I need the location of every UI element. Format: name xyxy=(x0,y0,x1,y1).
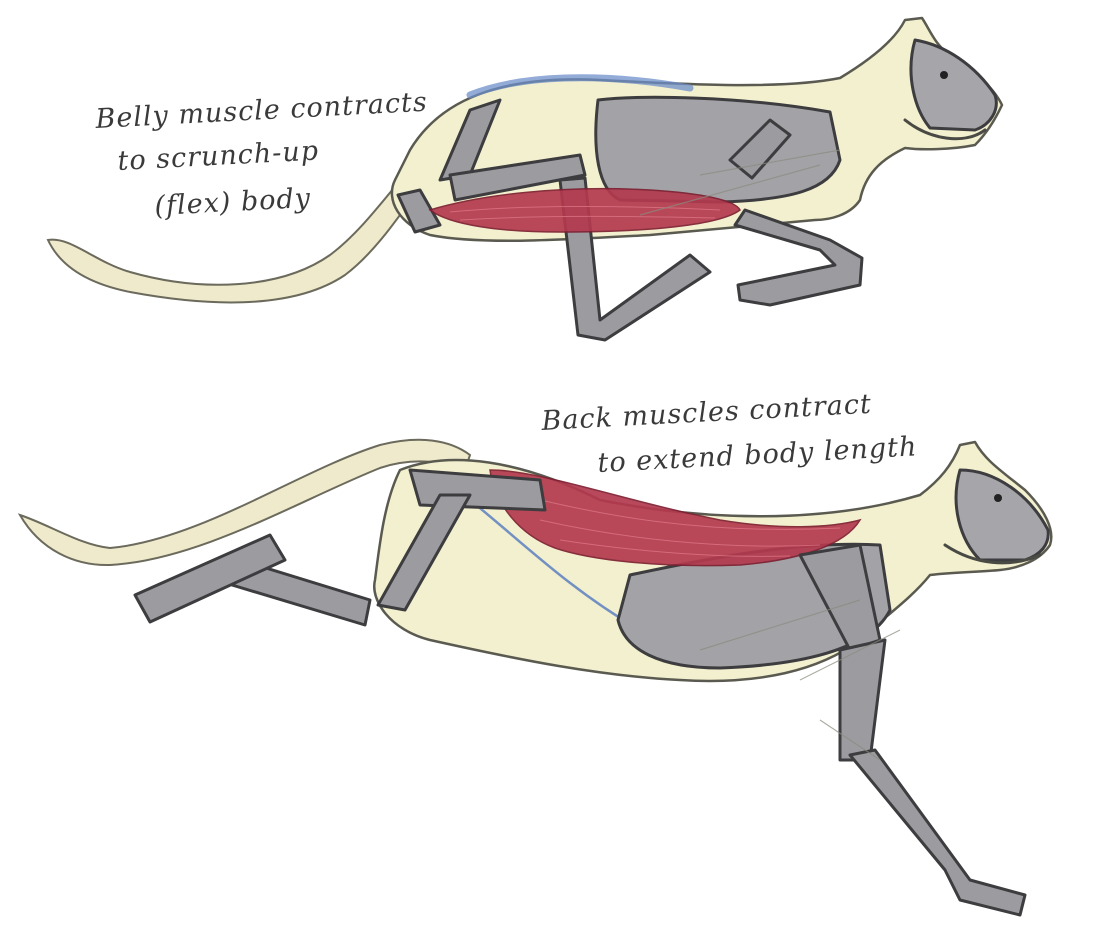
annotation-bottom-line2: to extend body length xyxy=(597,431,918,479)
annotation-top: Belly muscle contracts to scrunch-up (fl… xyxy=(94,87,429,222)
cat-extended-sketch xyxy=(699,599,901,761)
cat-extended xyxy=(17,438,1053,917)
cat-flexed-muscle-fibers xyxy=(449,205,721,221)
cat-flexed-eye xyxy=(940,71,948,79)
cat-flexed-front-upper xyxy=(728,118,792,180)
cat-extended-eye xyxy=(994,494,1002,502)
cat-extended-back-muscle xyxy=(489,469,862,567)
cat-extended-front-leg xyxy=(848,748,1027,917)
cat-extended-belly-line xyxy=(469,499,641,632)
cat-flexed-front-leg xyxy=(733,208,864,307)
cat-flexed-skull xyxy=(909,38,998,132)
cat-extended-muscle-fibers xyxy=(519,494,841,557)
annotation-top-line3: (flex) body xyxy=(154,183,312,222)
cat-extended-skull xyxy=(954,468,1050,562)
annotation-top-line1: Belly muscle contracts xyxy=(94,87,429,135)
cat-extended-hind-foot xyxy=(133,533,287,624)
annotation-bottom: Back muscles contract to extend body len… xyxy=(540,389,918,479)
cat-flexed-hind-femur xyxy=(448,153,587,202)
cat-flexed-sketch xyxy=(639,149,841,216)
cat-flexed-jaw xyxy=(903,118,987,141)
cat-flexed-belly-muscle xyxy=(428,187,741,233)
cat-flexed xyxy=(46,16,1004,342)
annotation-bottom-line1: Back muscles contract xyxy=(540,389,873,437)
annotation-top-line2: to scrunch-up xyxy=(117,135,320,177)
cat-extended-jaw xyxy=(943,543,1042,565)
cat-flexed-ribcage xyxy=(594,95,842,204)
cat-extended-hind-femur xyxy=(376,493,472,612)
cat-flexed-hind-foot xyxy=(396,188,442,234)
cat-flexed-spine-highlight xyxy=(466,74,694,99)
cat-extended-front-upper xyxy=(838,638,887,762)
